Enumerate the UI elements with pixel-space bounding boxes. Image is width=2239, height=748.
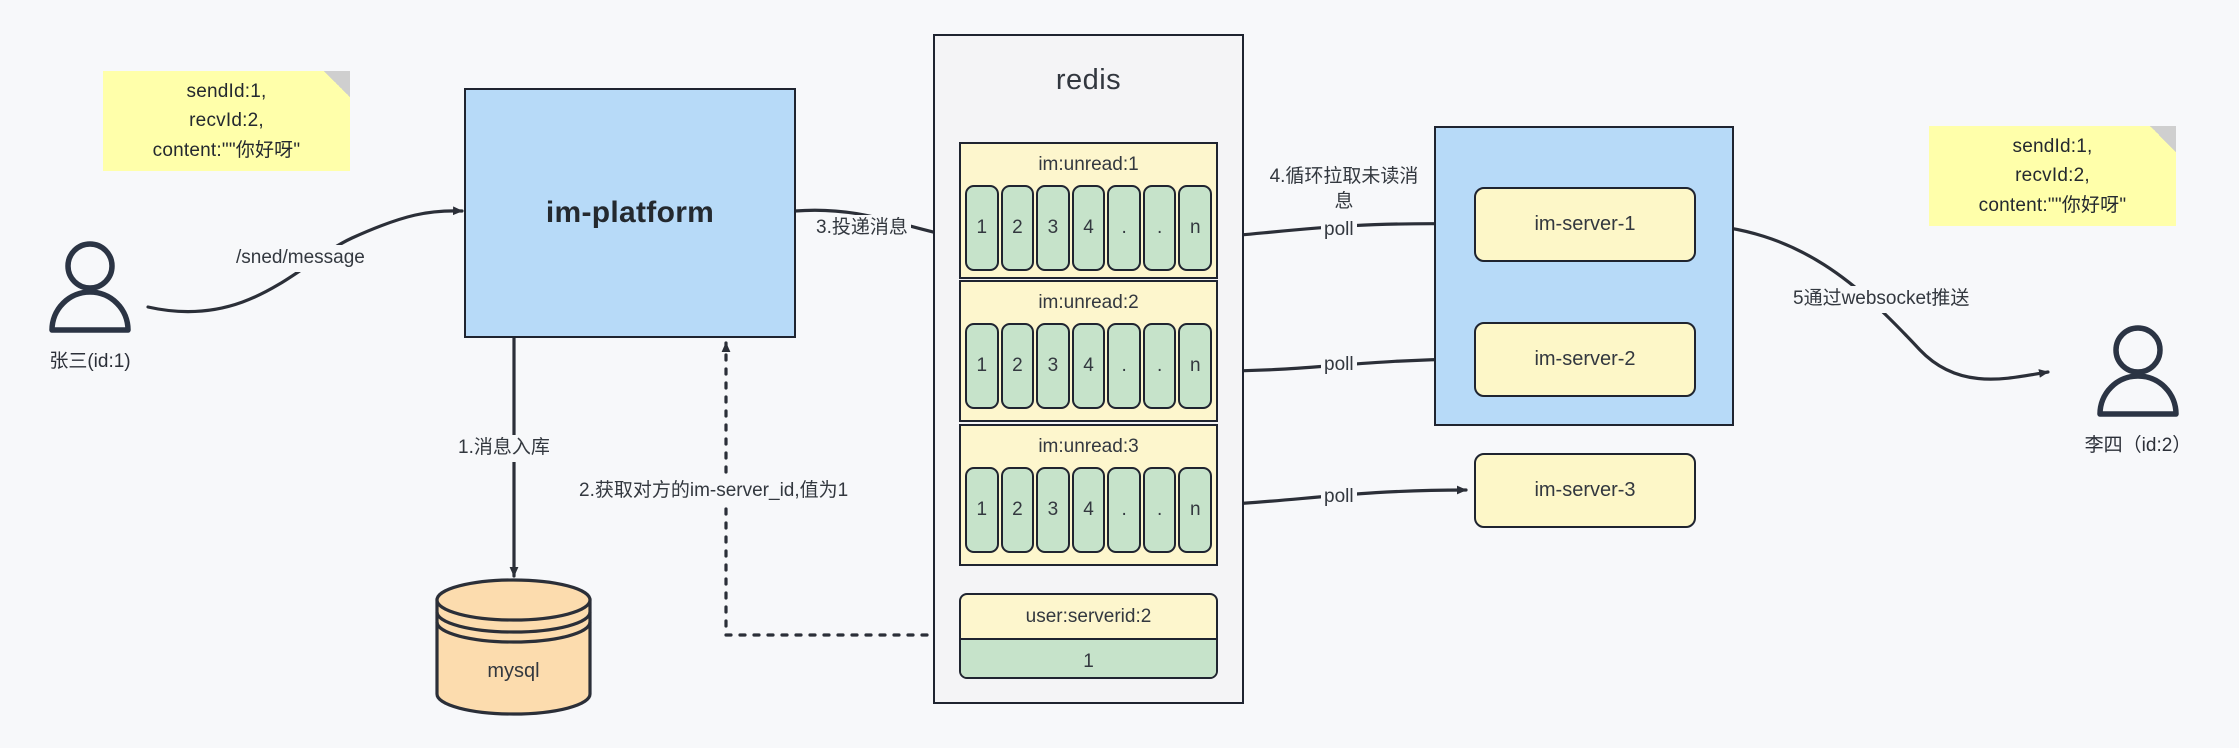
im-server-1-label: im-server-1 <box>1534 213 1636 235</box>
queue-cell: . <box>1107 467 1141 553</box>
queue-key-label: im:unread:1 <box>1038 154 1139 175</box>
queue-cell: 3 <box>1036 467 1070 553</box>
mysql-database[interactable]: mysql <box>432 578 595 716</box>
queue-cell: . <box>1142 323 1177 409</box>
edge-label-step5: 5通过websocket推送 <box>1790 286 1973 313</box>
kv-value: 1 <box>961 638 1216 677</box>
note-right-message-payload: sendId:1, recvId:2, content:""你好呀" <box>1929 126 2176 226</box>
im-server-3-label: im-server-3 <box>1534 479 1636 501</box>
queue-cell: 3 <box>1036 185 1070 271</box>
kv-key-label: user:serverid:2 <box>1025 606 1152 627</box>
note-right-text: sendId:1, recvId:2, content:""你好呀" <box>1978 135 2127 216</box>
queue-cell: 4 <box>1071 323 1106 409</box>
queue-cell: . <box>1142 467 1177 553</box>
queue-cell: n <box>1178 467 1213 553</box>
redis-key-user-serverid-2[interactable]: user:serverid:2 1 <box>959 593 1218 679</box>
im-server-1-box[interactable]: im-server-1 <box>1474 187 1696 262</box>
queue-key-label: im:unread:3 <box>1038 436 1139 457</box>
queue-cell: 1 <box>965 467 999 553</box>
redis-queue-im-unread-1[interactable]: im:unread:1 1 2 3 4 . . n <box>959 142 1218 279</box>
im-server-2-label: im-server-2 <box>1534 348 1636 370</box>
edge-label-poll-2: poll <box>1321 352 1357 379</box>
redis-title: redis <box>1055 64 1122 96</box>
note-fold-icon <box>324 71 350 97</box>
redis-queue-im-unread-2[interactable]: im:unread:2 1 2 3 4 . . n <box>959 280 1218 422</box>
edge-label-step1: 1.消息入库 <box>455 435 553 462</box>
queue-key-label: im:unread:2 <box>1038 292 1139 313</box>
edge-label-send-message: /sned/message <box>233 245 368 272</box>
queue-cell: . <box>1107 323 1141 409</box>
user-icon <box>49 241 131 333</box>
im-server-2-box[interactable]: im-server-2 <box>1474 322 1696 397</box>
edge-label-step4: 4.循环拉取未读消 息 <box>1258 164 1430 216</box>
queue-cell: n <box>1178 323 1213 409</box>
queue-cells: 1 2 3 4 . . n <box>961 467 1216 557</box>
queue-cell: 4 <box>1071 185 1106 271</box>
redis-queue-im-unread-3[interactable]: im:unread:3 1 2 3 4 . . n <box>959 424 1218 566</box>
queue-cell: . <box>1142 185 1177 271</box>
queue-cell: 3 <box>1036 323 1070 409</box>
queue-cell: 4 <box>1071 467 1106 553</box>
mysql-label: mysql <box>487 660 540 682</box>
im-server-3-box[interactable]: im-server-3 <box>1474 453 1696 528</box>
note-left-text: sendId:1, recvId:2, content:""你好呀" <box>152 80 301 161</box>
queue-cell: 2 <box>1000 185 1035 271</box>
actor-receiver: 李四（id:2） <box>2073 322 2203 457</box>
im-platform-box[interactable]: im-platform <box>464 88 796 338</box>
edge-label-step2: 2.获取对方的im-server_id,值为1 <box>576 478 852 505</box>
edge-label-poll-1: poll <box>1321 217 1357 244</box>
queue-cell: 1 <box>965 323 999 409</box>
queue-cells: 1 2 3 4 . . n <box>961 185 1216 275</box>
database-cylinder-icon <box>435 578 592 716</box>
queue-cell: . <box>1107 185 1141 271</box>
queue-cells: 1 2 3 4 . . n <box>961 323 1216 413</box>
queue-cell: 1 <box>965 185 999 271</box>
im-platform-title: im-platform <box>545 196 715 229</box>
queue-cell: 2 <box>1000 467 1035 553</box>
edge-label-poll-3: poll <box>1321 484 1357 511</box>
queue-cell: 2 <box>1000 323 1035 409</box>
user-icon <box>2097 325 2179 417</box>
note-left-message-payload: sendId:1, recvId:2, content:""你好呀" <box>103 71 350 171</box>
actor-receiver-label: 李四（id:2） <box>2084 435 2192 456</box>
note-fold-icon <box>2150 126 2176 152</box>
edge-label-step3: 3.投递消息 <box>813 215 911 242</box>
actor-sender-label: 张三(id:1) <box>49 351 131 372</box>
queue-cell: n <box>1178 185 1213 271</box>
actor-sender: 张三(id:1) <box>25 238 155 373</box>
